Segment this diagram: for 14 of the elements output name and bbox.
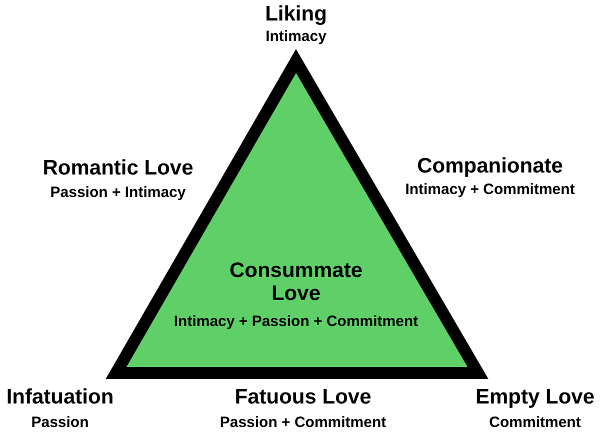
component-label: Commitment — [489, 414, 581, 432]
love-type-label: Empty Love — [475, 385, 595, 409]
love-type-label: Infatuation — [6, 385, 114, 409]
component-label: Intimacy — [266, 28, 326, 46]
component-label: Passion — [31, 414, 89, 432]
component-label: Intimacy + Commitment — [405, 182, 575, 198]
love-type-label: Liking — [265, 2, 327, 26]
love-type-label: Companionate — [417, 154, 563, 178]
love-type-label: Fatuous Love — [234, 385, 372, 409]
component-label: Passion + Commitment — [220, 414, 386, 432]
love-type-label: Romantic Love — [42, 156, 194, 180]
node-title: Consummate Love — [228, 258, 364, 306]
component-label: Passion + Intimacy — [50, 184, 186, 202]
node-text: Intimacy + Passion + Commitment — [174, 314, 418, 330]
